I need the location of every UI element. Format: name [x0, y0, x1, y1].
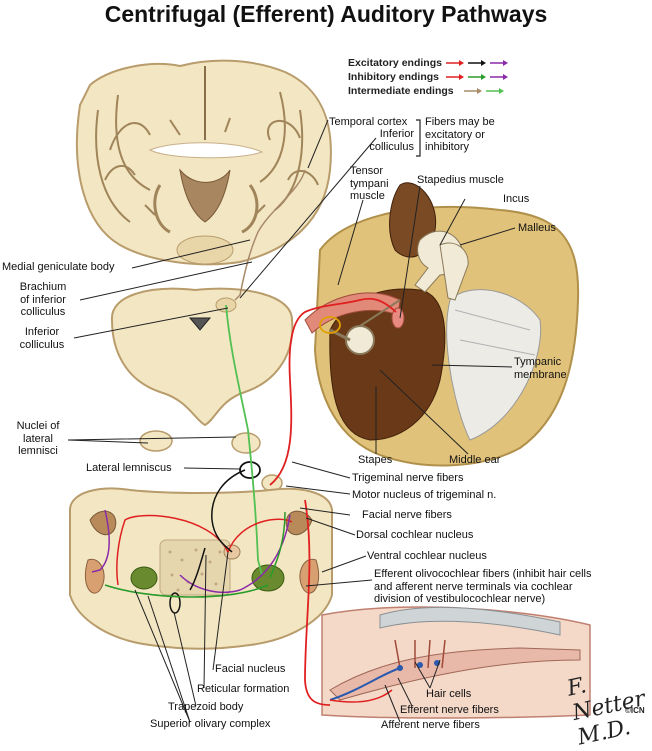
label-inferior-colliculus: Inferior colliculus	[19, 326, 65, 351]
label-efferent-olivocochlear: Efferent olivocochlear fibers (inhibit h…	[374, 568, 592, 605]
leader-lines	[67, 119, 516, 723]
label-dorsal-cochlear: Dorsal cochlear nucleus	[356, 529, 474, 541]
label-brachium: Brachium of inferior colliculus	[19, 281, 67, 318]
label-stapedius: Stapedius muscle	[417, 174, 504, 186]
label-facial-nucleus: Facial nucleus	[215, 663, 286, 675]
label-reticular-formation: Reticular formation	[197, 683, 290, 695]
label-afferent-nerve: Afferent nerve fibers	[381, 719, 480, 731]
legend-excitatory: Excitatory endings	[348, 57, 442, 69]
label-inferior-colliculus-top: Inferior colliculus	[369, 128, 414, 153]
anatomy-illustration	[67, 59, 591, 723]
label-stapes: Stapes	[358, 454, 393, 466]
label-lateral-lemniscus: Lateral lemniscus	[86, 462, 172, 474]
label-facial-fibers: Facial nerve fibers	[362, 509, 452, 521]
midbrain-section	[110, 287, 294, 427]
pathway-fibers	[91, 169, 397, 706]
label-nuclei-lateral-lemnisci: Nuclei of lateral lemnisci	[16, 420, 60, 457]
label-middle-ear: Middle ear	[449, 454, 501, 466]
lateral-lemniscus-nuclei	[139, 430, 283, 492]
label-trigeminal-fibers: Trigeminal nerve fibers	[352, 472, 464, 484]
pons-section	[69, 487, 333, 650]
label-tensor-tympani: Tensor tympani muscle	[350, 165, 389, 202]
bracket	[416, 119, 421, 157]
brain-coronal-section	[76, 59, 332, 266]
label-tympanic-membrane: Tympanic membrane	[514, 356, 567, 381]
label-malleus: Malleus	[518, 222, 556, 234]
cochlea-detail	[321, 606, 591, 719]
label-incus: Incus	[503, 193, 530, 205]
page-title: Centrifugal (Efferent) Auditory Pathways	[104, 1, 548, 27]
label-efferent-nerve: Efferent nerve fibers	[400, 704, 499, 716]
label-temporal-cortex: Temporal cortex	[329, 116, 408, 128]
label-hair-cells: Hair cells	[426, 688, 472, 700]
label-superior-olivary: Superior olivary complex	[150, 718, 271, 730]
label-motor-trigeminal: Motor nucleus of trigeminal n.	[352, 489, 497, 501]
copyright-mark: ©ICN	[625, 706, 645, 715]
legend-inhibitory: Inhibitory endings	[348, 71, 439, 83]
middle-ear	[304, 182, 580, 467]
label-trapezoid-body: Trapezoid body	[168, 701, 244, 713]
label-medial-geniculate: Medial geniculate body	[2, 261, 115, 273]
label-ventral-cochlear: Ventral cochlear nucleus	[367, 550, 487, 562]
legend-intermediate: Intermediate endings	[348, 85, 454, 97]
legend-arrows	[446, 60, 508, 94]
label-fibers-note: Fibers may be excitatory or inhibitory	[425, 116, 495, 153]
